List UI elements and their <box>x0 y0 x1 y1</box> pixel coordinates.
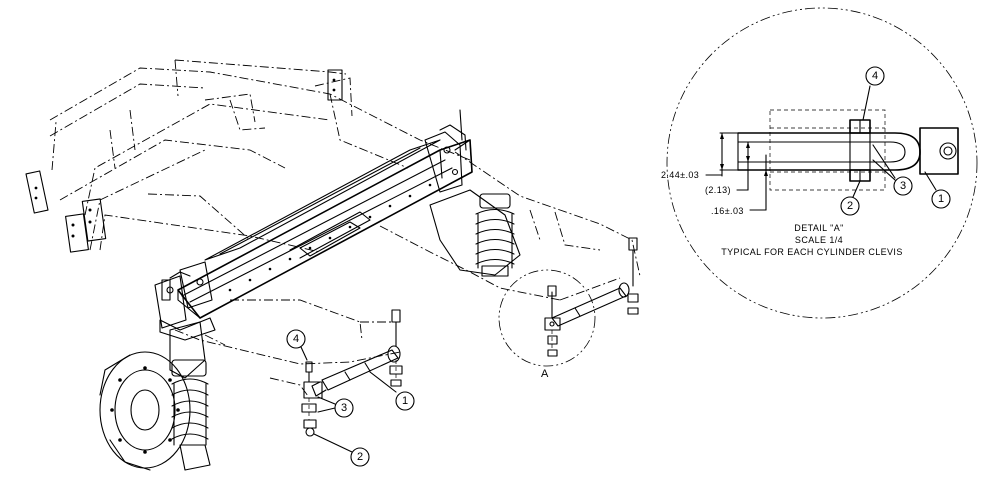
callout-1: 1 <box>402 395 408 407</box>
detail-a-view: 2.44±.03 (2.13) .16±.03 DETAIL "A" SCALE… <box>661 7 978 319</box>
right-hydraulic-cylinder <box>544 237 639 357</box>
left-spring-bracket <box>154 261 216 341</box>
phantom-frame <box>25 59 641 397</box>
left-wheel-hub <box>99 351 191 471</box>
dim-reference: (2.13) <box>705 185 731 195</box>
detail-note-scale: SCALE 1/4 <box>795 235 843 245</box>
detail-note-typical: TYPICAL FOR EACH CYLINDER CLEVIS <box>721 247 903 257</box>
main-axle-beam <box>177 139 473 319</box>
right-spring-bracket <box>424 109 473 193</box>
left-hydraulic-cylinder <box>301 309 403 437</box>
callouts-main: 4 1 3 2 <box>286 329 415 467</box>
detail-callout-3: 3 <box>900 180 906 192</box>
callout-2: 2 <box>357 451 363 463</box>
detail-callout-1: 1 <box>938 193 944 205</box>
detail-a-marker: A <box>498 269 596 380</box>
dim-offset: .16±.03 <box>711 206 744 216</box>
callout-3: 3 <box>341 402 347 414</box>
detail-callout-4: 4 <box>872 70 878 82</box>
dim-overall: 2.44±.03 <box>661 170 699 180</box>
left-coil-spring <box>169 321 211 471</box>
detail-note-title: DETAIL "A" <box>794 223 843 233</box>
detail-callout-2: 2 <box>847 200 853 212</box>
callout-4: 4 <box>293 333 299 345</box>
right-coil-spring <box>429 189 521 277</box>
beam-bolt-holes <box>228 183 432 292</box>
detail-a-marker-label: A <box>541 368 549 380</box>
